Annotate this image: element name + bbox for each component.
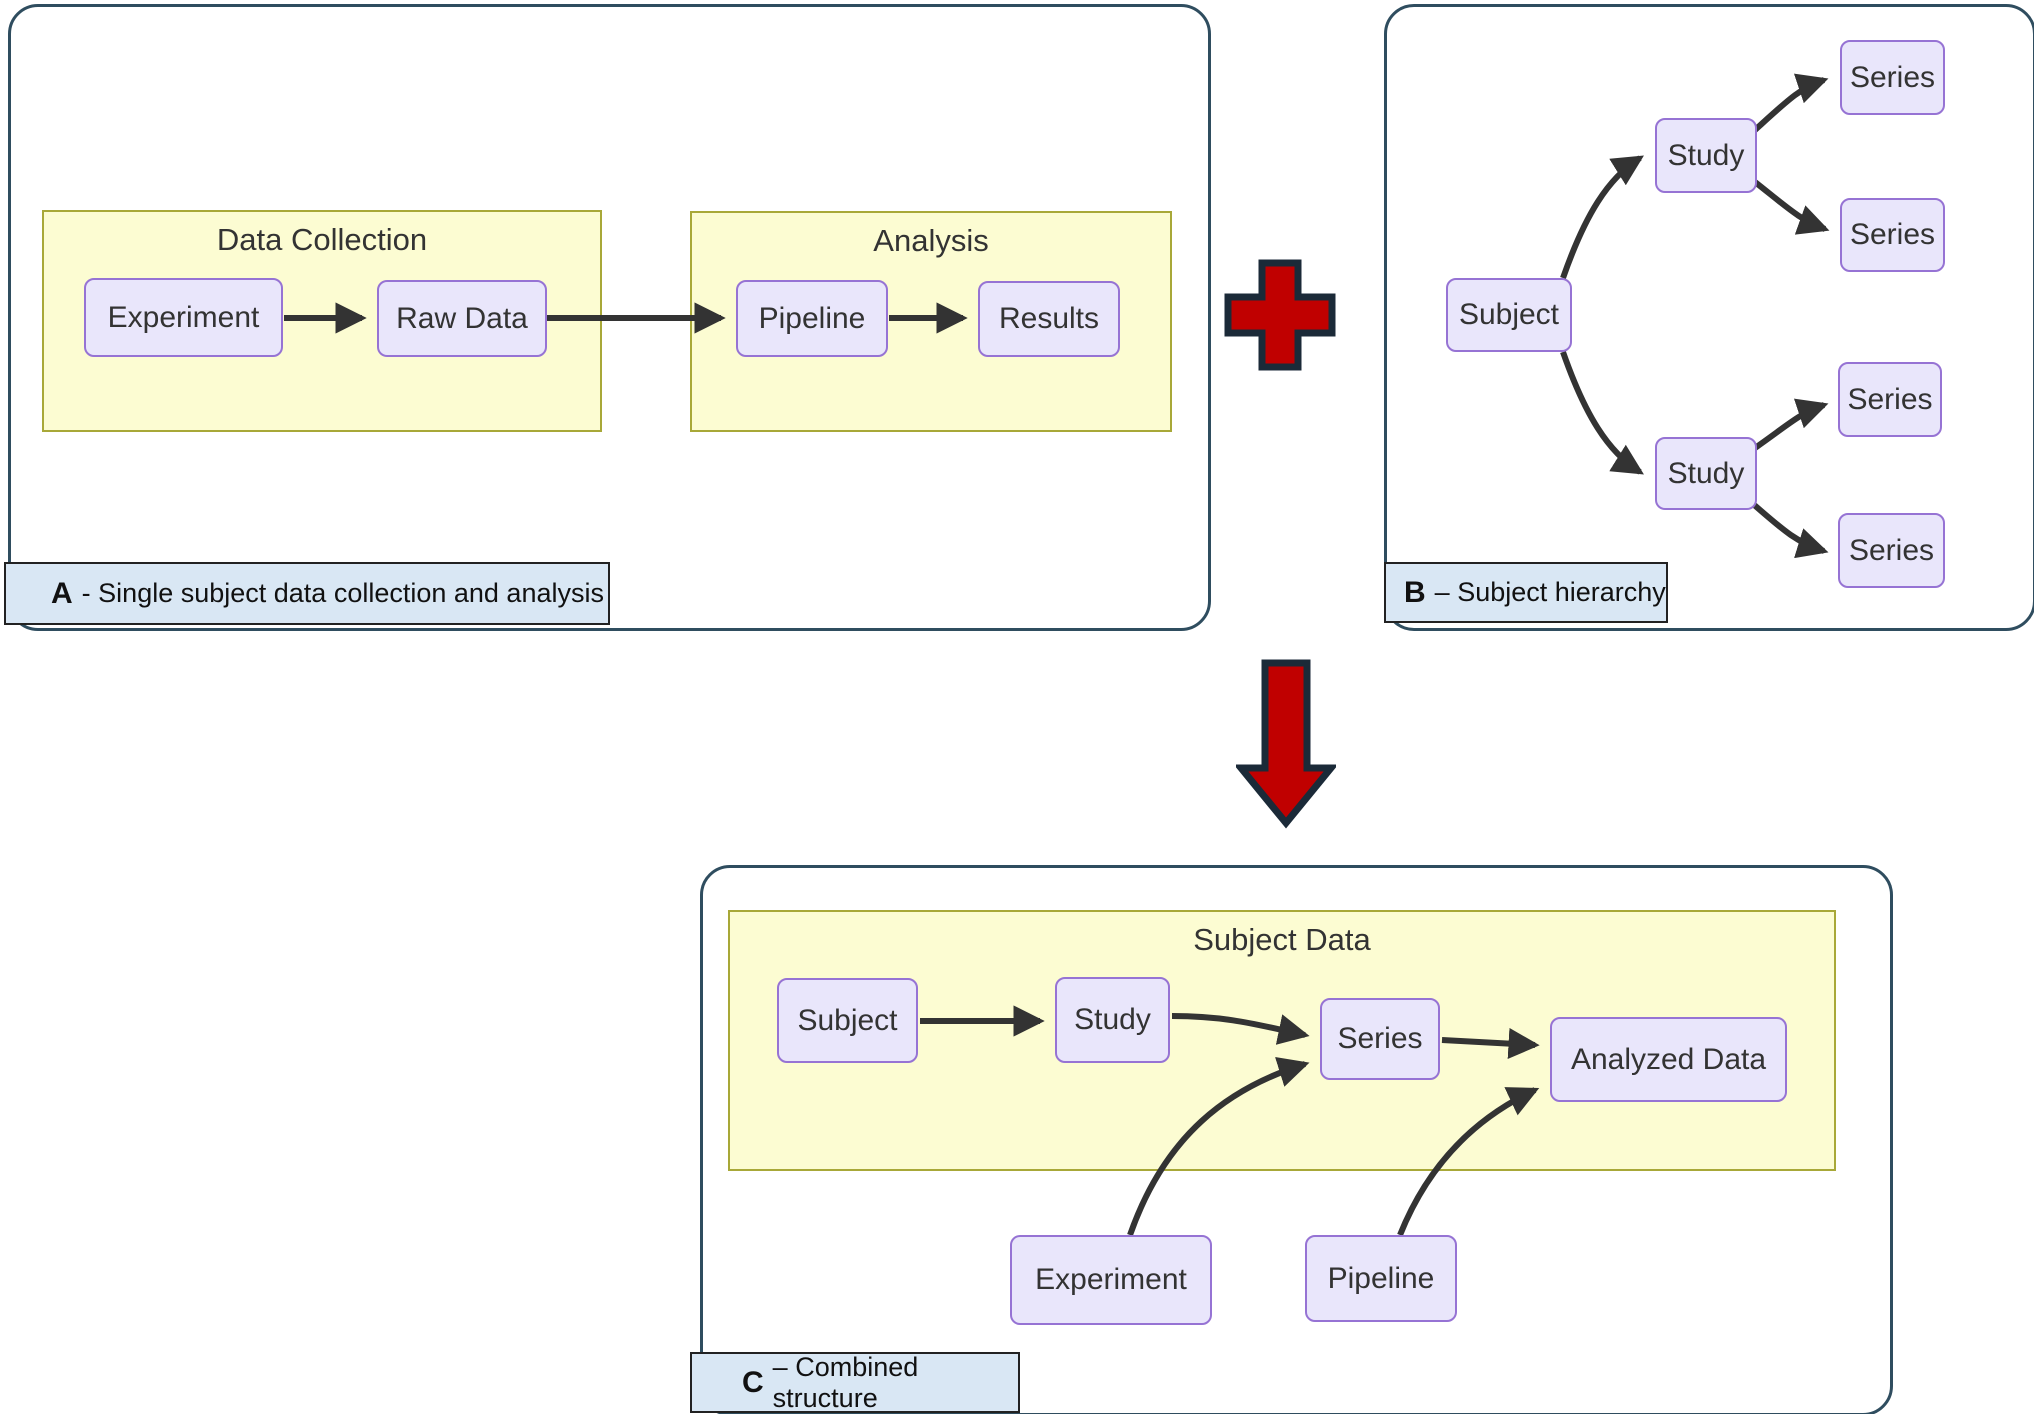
node-pipeline-a: Pipeline [736, 280, 888, 357]
panel-c-label-text: – Combined structure [772, 1351, 919, 1413]
edge-studyc-seriesc [1171, 1013, 1310, 1045]
edge-studybottom-series4 [1750, 500, 1829, 559]
edge-subject-studybottom [1560, 351, 1644, 475]
node-pipeline-c: Pipeline [1305, 1235, 1457, 1322]
panel-a-label-letter: A [51, 576, 73, 610]
node-series-3: Series [1838, 362, 1942, 437]
node-study-bottom: Study [1655, 437, 1757, 510]
edge-studytop-series2 [1753, 179, 1830, 235]
node-study-c: Study [1055, 977, 1170, 1063]
down-arrow-icon [1236, 659, 1336, 829]
node-experiment-c: Experiment [1010, 1235, 1212, 1325]
node-study-top: Study [1655, 118, 1757, 193]
edge-subject-studytop [1560, 155, 1644, 279]
edge-seriesc-analyzed [1441, 1027, 1540, 1060]
node-subject-b: Subject [1446, 278, 1572, 352]
panel-c-label-letter: C [742, 1365, 764, 1399]
panel-a-frame [8, 4, 1211, 631]
node-raw-data: Raw Data [377, 280, 547, 357]
panel-b-label-text: – Subject hierarchy [1434, 577, 1666, 607]
plus-icon [1224, 259, 1336, 371]
node-series-1: Series [1840, 40, 1945, 115]
node-series-c: Series [1320, 998, 1440, 1080]
edge-studybottom-series3 [1753, 398, 1829, 451]
node-results: Results [978, 281, 1120, 357]
panel-c-label: C – Combined structure [690, 1352, 1020, 1413]
panel-a-label-text: - Single subject data collection and ana… [81, 578, 604, 608]
panel-a-label: A - Single subject data collection and a… [4, 562, 610, 625]
group-title-analysis: Analysis [873, 223, 989, 258]
node-experiment-a: Experiment [84, 278, 283, 357]
group-title-subject-data: Subject Data [1193, 922, 1371, 957]
group-title-data-collection: Data Collection [216, 222, 428, 257]
edge-studytop-series1 [1752, 73, 1829, 133]
edge-pipelinec-analyzed [1397, 1087, 1540, 1237]
node-series-4: Series [1838, 513, 1945, 588]
panel-b-label: B – Subject hierarchy [1384, 562, 1668, 623]
node-subject-c: Subject [777, 978, 918, 1063]
node-analyzed-data: Analyzed Data [1550, 1017, 1787, 1102]
panel-b-label-letter: B [1404, 575, 1426, 609]
edge-experimentc-seriesc [1127, 1057, 1310, 1236]
node-series-2: Series [1840, 198, 1945, 272]
